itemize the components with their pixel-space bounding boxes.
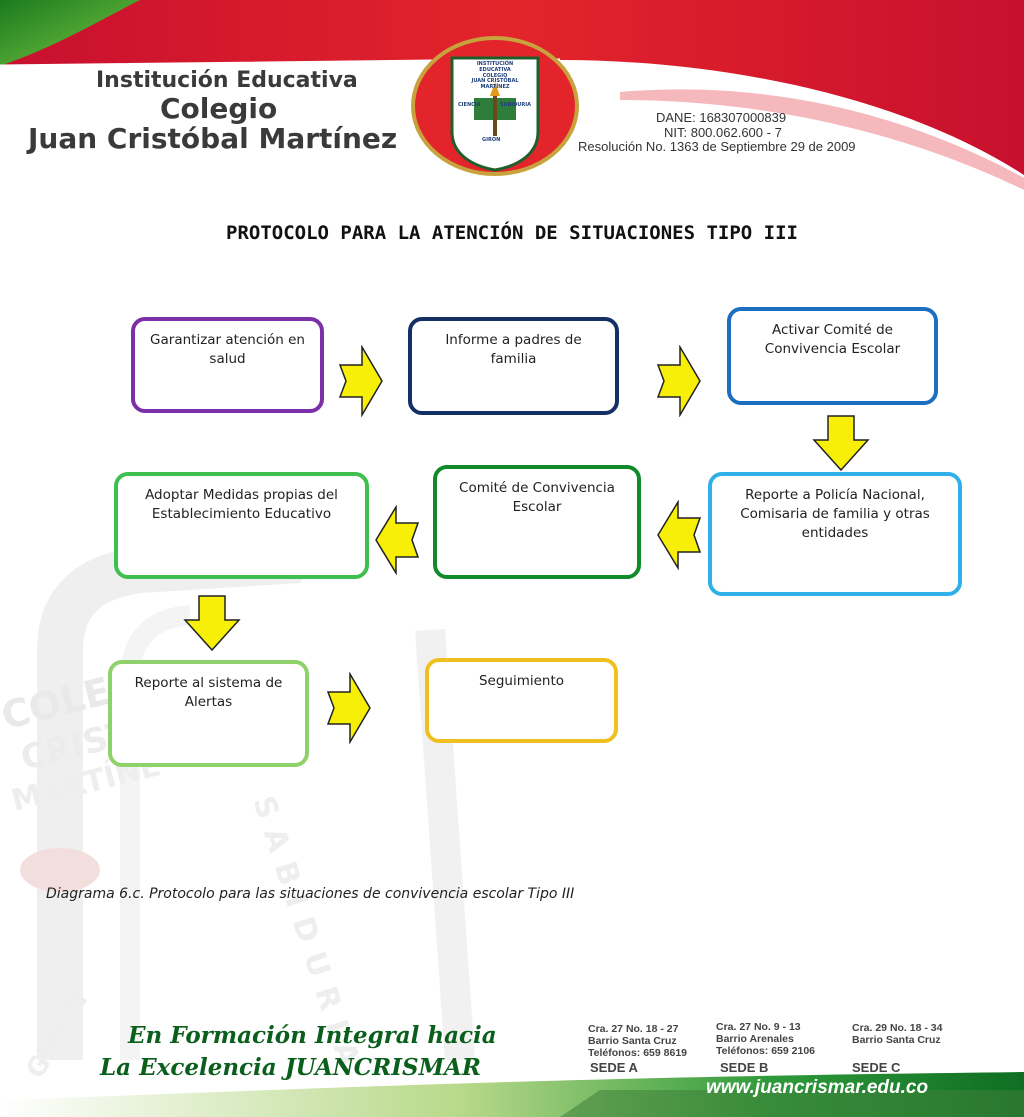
crest-text-top: INSTITUCIÓN EDUCATIVA COLEGIO JUAN CRIST…: [471, 61, 519, 90]
crest-text-right: SABIDURIA: [500, 102, 531, 108]
sede-a-label: SEDE A: [590, 1060, 638, 1075]
footer-band: [0, 1072, 1024, 1117]
motto-line-1: En Formación Integral hacia: [128, 1022, 497, 1049]
institution-label: Institución Educativa: [96, 68, 358, 93]
school-crest: [411, 36, 579, 176]
crest-text-left: CIENCIA: [458, 102, 481, 108]
step-label: Activar Comité de Convivencia Escolar: [764, 322, 901, 357]
step-box-comite-convivencia: Comité de Convivencia Escolar: [433, 465, 641, 579]
arrow-right-2: [656, 345, 701, 417]
arrow-right-3: [326, 672, 371, 744]
step-label: Adoptar Medidas propias del Establecimie…: [145, 487, 338, 522]
nit-code: NIT: 800.062.600 - 7: [664, 125, 782, 140]
step-label: Reporte a Policía Nacional, Comisaria de…: [740, 487, 930, 541]
arrow-down-1: [812, 415, 870, 472]
sede-b-label: SEDE B: [720, 1060, 769, 1075]
diagram-caption: Diagrama 6.c. Protocolo para las situaci…: [46, 886, 575, 902]
step-box-reporte-alertas: Reporte al sistema de Alertas: [108, 660, 309, 767]
arrow-left-1: [657, 500, 702, 570]
page-title: PROTOCOLO PARA LA ATENCIÓN DE SITUACIONE…: [226, 222, 798, 244]
step-label: Comité de Convivencia Escolar: [459, 480, 615, 515]
arrow-left-2: [375, 505, 420, 575]
resolution-text: Resolución No. 1363 de Septiembre 29 de …: [578, 139, 856, 154]
website-link[interactable]: www.juancrismar.edu.co: [706, 1077, 929, 1098]
step-box-informe-padres: Informe a padres de familia: [408, 317, 619, 415]
step-box-reporte-policia: Reporte a Policía Nacional, Comisaria de…: [708, 472, 962, 596]
step-box-activar-comite: Activar Comité de Convivencia Escolar: [727, 307, 938, 405]
motto-line-2: La Excelencia JUANCRISMAR: [100, 1054, 482, 1081]
step-label: Garantizar atención en salud: [150, 332, 305, 367]
dane-code: DANE: 168307000839: [656, 110, 787, 125]
step-box-seguimiento: Seguimiento: [425, 658, 618, 743]
step-box-garantizar-salud: Garantizar atención en salud: [131, 317, 324, 413]
step-box-adoptar-medidas: Adoptar Medidas propias del Establecimie…: [114, 472, 369, 579]
institution-name: Juan Cristóbal Martínez: [28, 122, 398, 155]
arrow-down-2: [183, 595, 241, 652]
arrow-right-1: [338, 345, 383, 417]
step-label: Reporte al sistema de Alertas: [134, 675, 283, 710]
sede-c-label: SEDE C: [852, 1060, 901, 1075]
step-label: Seguimiento: [478, 673, 565, 689]
step-label: Informe a padres de familia: [445, 332, 582, 367]
institution-colegio: Colegio: [160, 92, 278, 125]
header-banner: [0, 0, 1024, 190]
crest-text-bottom: GIRON: [482, 137, 501, 143]
